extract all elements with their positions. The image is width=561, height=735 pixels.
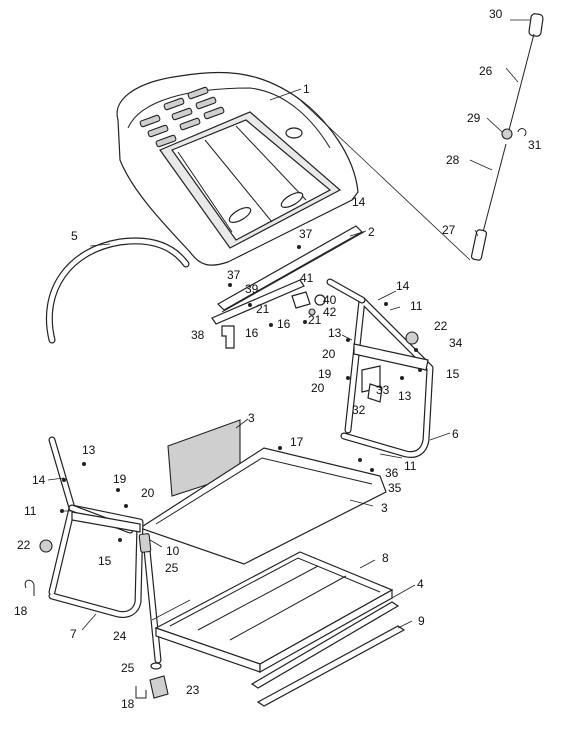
callout-35: 35 bbox=[388, 481, 402, 495]
nut-part-42 bbox=[308, 308, 316, 316]
frame-part-6 bbox=[326, 278, 434, 458]
frame-part-7 bbox=[48, 436, 144, 618]
callout-17: 17 bbox=[290, 435, 304, 449]
fastener-dots bbox=[60, 245, 422, 542]
callout-18-upper: 18 bbox=[14, 604, 28, 618]
leader-lines bbox=[47, 19, 530, 631]
strip-part-4 bbox=[250, 601, 400, 689]
callout-20-left: 20 bbox=[141, 486, 155, 500]
callout-3-upper: 3 bbox=[248, 411, 255, 425]
callout-21-left: 21 bbox=[256, 302, 270, 316]
callout-31: 31 bbox=[528, 138, 542, 152]
callout-34: 34 bbox=[449, 336, 463, 350]
callout-16-left: 16 bbox=[245, 326, 259, 340]
knob-part-22-left bbox=[39, 539, 53, 553]
bracket-part-41 bbox=[291, 291, 311, 309]
callout-11-right-bottom: 11 bbox=[404, 459, 417, 473]
callout-20-right-top: 20 bbox=[322, 347, 336, 361]
callout-23: 23 bbox=[186, 683, 200, 697]
callout-labels: 1 2 3 3 4 5 6 7 8 9 10 11 11 11 13 13 13… bbox=[14, 7, 542, 711]
callout-13-left: 13 bbox=[82, 443, 96, 457]
callout-3-lower: 3 bbox=[381, 501, 388, 515]
callout-16-right: 16 bbox=[277, 317, 291, 331]
end-part-27 bbox=[470, 229, 488, 261]
callout-5: 5 bbox=[71, 229, 78, 243]
strip-part-9 bbox=[256, 625, 406, 707]
cap-part-30 bbox=[528, 13, 544, 37]
seat-part-1 bbox=[116, 71, 359, 266]
callout-20-right-bottom: 20 bbox=[311, 381, 325, 395]
callout-13-right-bottom: 13 bbox=[398, 389, 412, 403]
callout-15-right: 15 bbox=[446, 367, 460, 381]
callout-29: 29 bbox=[467, 111, 481, 125]
callout-25-lower: 25 bbox=[121, 661, 135, 675]
hinge-plate-part-39 bbox=[211, 279, 305, 325]
callout-21-right: 21 bbox=[308, 313, 322, 327]
callout-41: 41 bbox=[300, 271, 314, 285]
callout-22-right: 22 bbox=[434, 319, 448, 333]
callout-36: 36 bbox=[385, 466, 399, 480]
callout-11-right-top: 11 bbox=[410, 299, 423, 313]
callout-9: 9 bbox=[418, 614, 425, 628]
callout-32: 32 bbox=[352, 403, 366, 417]
callout-40: 40 bbox=[323, 293, 337, 307]
callout-25-upper: 25 bbox=[165, 561, 179, 575]
callout-14-left: 14 bbox=[32, 473, 46, 487]
callout-11-left: 11 bbox=[24, 504, 37, 518]
callout-4: 4 bbox=[417, 577, 424, 591]
bushing-part-25-lower bbox=[150, 662, 162, 670]
callout-13-right-top: 13 bbox=[328, 326, 342, 340]
callout-6: 6 bbox=[452, 427, 459, 441]
tube-part-5 bbox=[45, 237, 190, 344]
callout-18-lower: 18 bbox=[121, 697, 135, 711]
knob-part-29 bbox=[501, 128, 513, 140]
callout-37-lower: 37 bbox=[227, 268, 241, 282]
callout-19-right: 19 bbox=[318, 367, 332, 381]
callout-26: 26 bbox=[479, 64, 493, 78]
callout-24: 24 bbox=[113, 629, 127, 643]
callout-2: 2 bbox=[368, 225, 375, 239]
callout-15-left: 15 bbox=[98, 554, 112, 568]
callout-22-left: 22 bbox=[17, 538, 31, 552]
washer-part-40 bbox=[314, 294, 326, 306]
callout-7: 7 bbox=[70, 627, 77, 641]
knob-part-22-right bbox=[405, 331, 419, 345]
callout-38: 38 bbox=[191, 328, 205, 342]
block-part-23 bbox=[149, 675, 169, 699]
callout-39: 39 bbox=[245, 282, 259, 296]
callout-19-left: 19 bbox=[113, 472, 127, 486]
callout-27: 27 bbox=[442, 223, 456, 237]
callout-42: 42 bbox=[323, 305, 337, 319]
tray-part-8 bbox=[154, 551, 394, 674]
panel-part-3-lower bbox=[138, 447, 387, 565]
rod-part-26 bbox=[507, 33, 535, 135]
callout-33: 33 bbox=[376, 383, 390, 397]
clip-part-31 bbox=[517, 128, 527, 137]
callout-8: 8 bbox=[382, 551, 389, 565]
callout-10: 10 bbox=[166, 544, 180, 558]
rod-assembly bbox=[470, 13, 544, 261]
callout-14-right: 14 bbox=[396, 279, 410, 293]
rod-part-28 bbox=[481, 143, 507, 237]
bracket-part-32 bbox=[367, 383, 383, 403]
seat-vent-slots bbox=[139, 86, 225, 148]
bracket-part-38 bbox=[221, 325, 235, 349]
callout-37-upper: 37 bbox=[299, 227, 313, 241]
callout-14-seat: 14 bbox=[352, 195, 366, 209]
callout-1: 1 bbox=[303, 82, 310, 96]
callout-28: 28 bbox=[446, 153, 460, 167]
callout-30: 30 bbox=[489, 7, 503, 21]
clip-part-18-lower bbox=[135, 686, 147, 699]
clip-part-18-upper bbox=[24, 579, 35, 596]
strut-part-24 bbox=[138, 533, 162, 664]
